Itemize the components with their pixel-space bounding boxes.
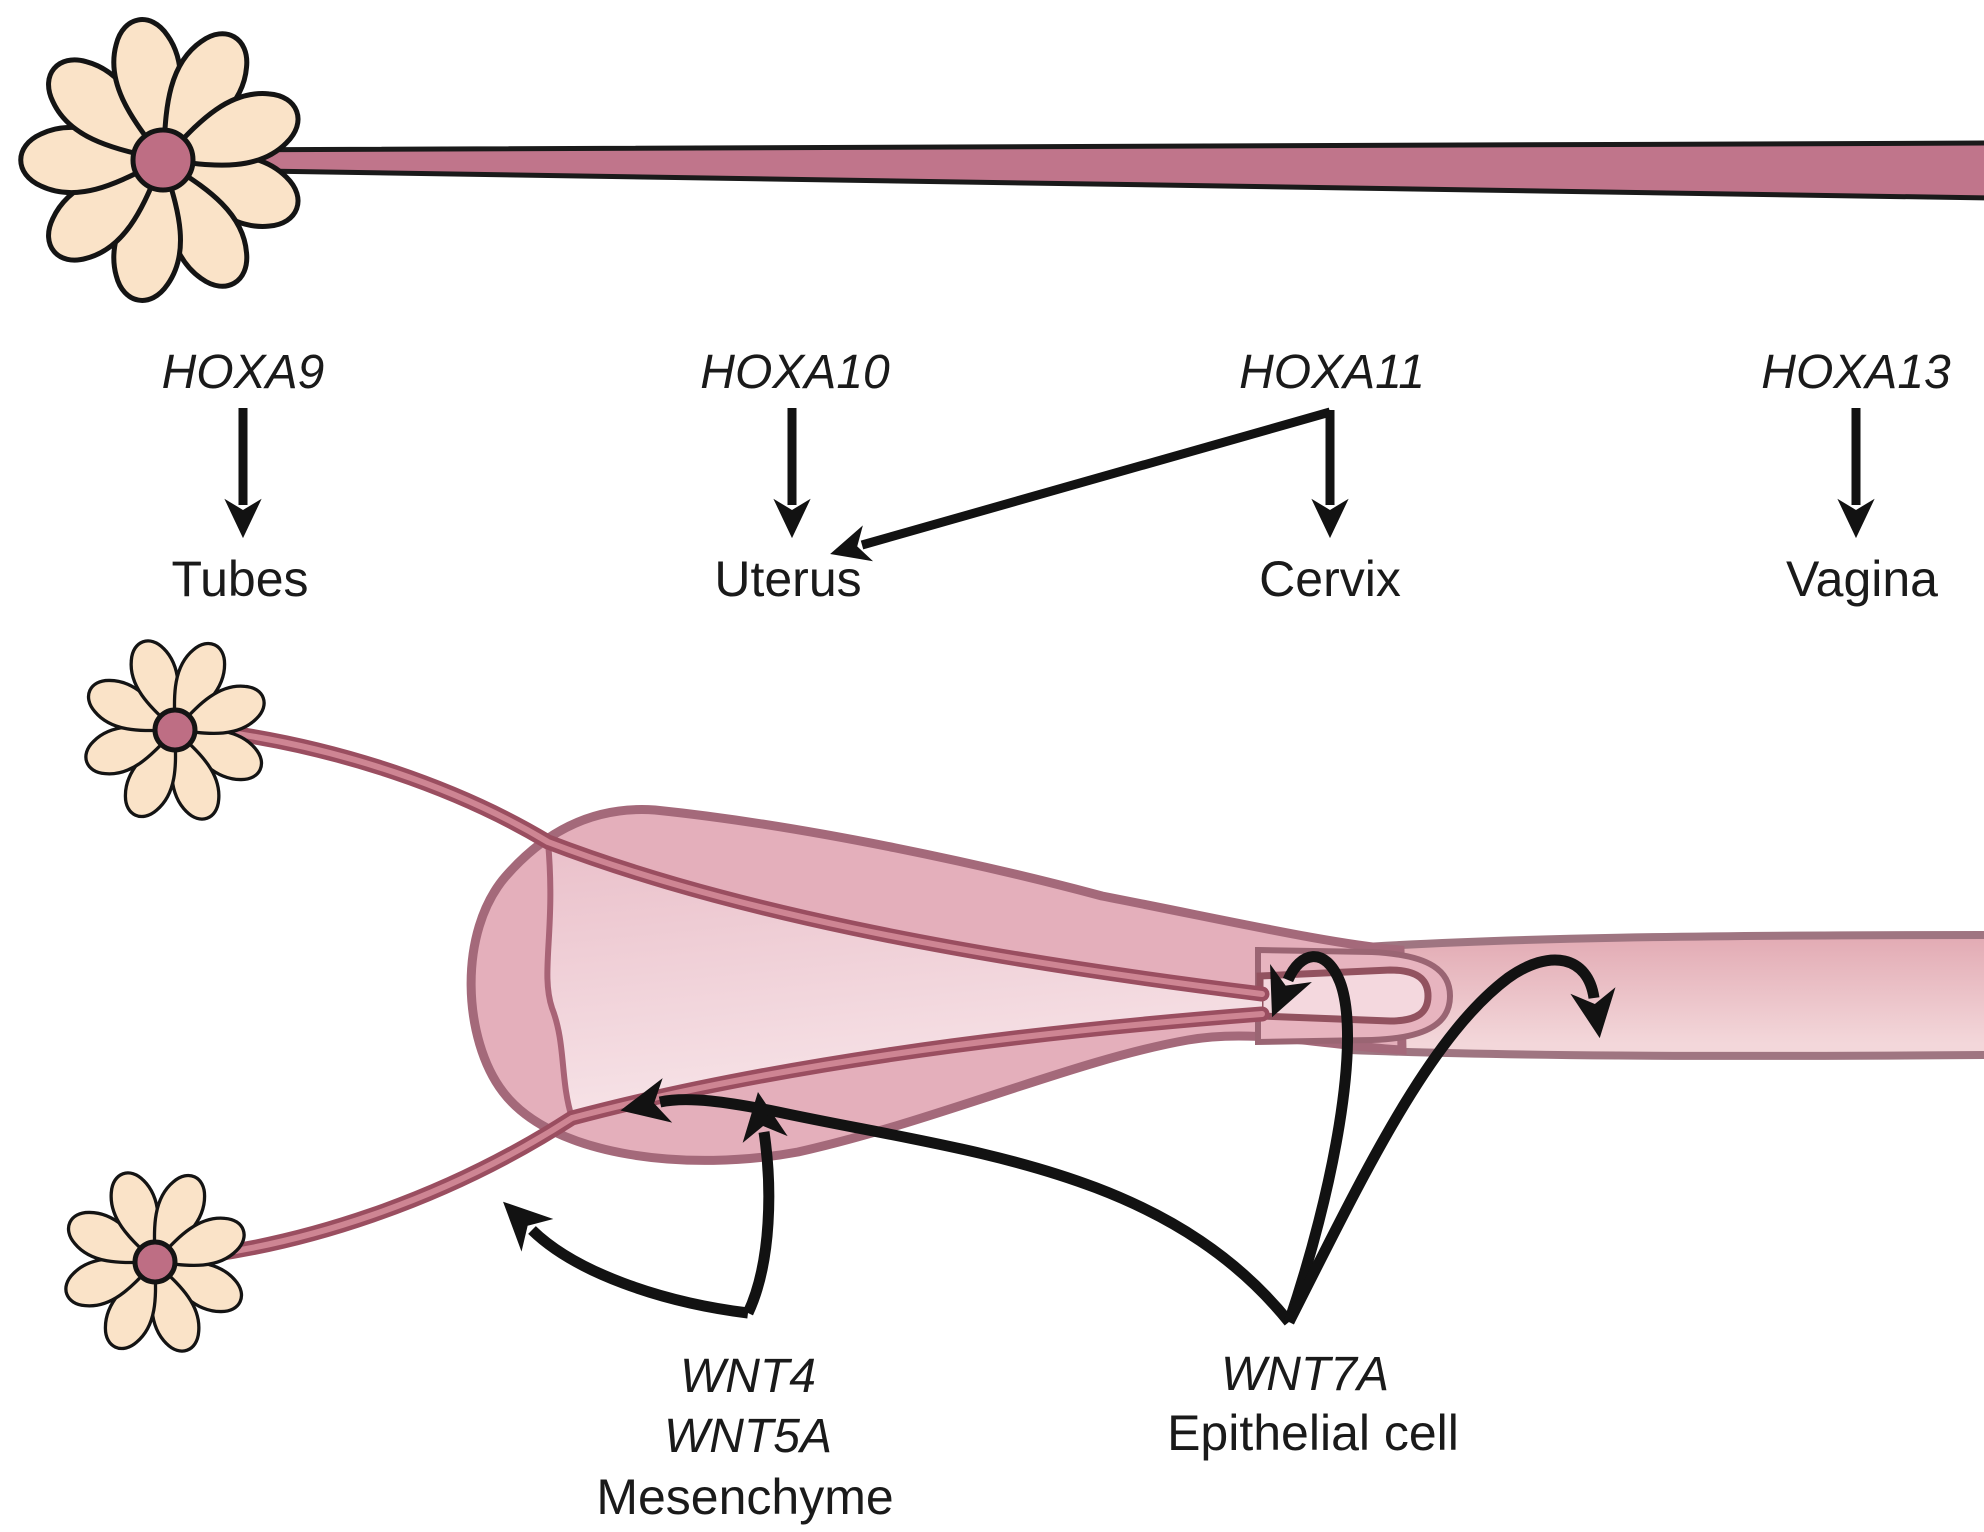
curved-arrow-icon-wnt4-tube bbox=[503, 1201, 749, 1319]
fimbria-center bbox=[152, 707, 198, 753]
curved-arrow-icon-wnt7a-cervical-canal bbox=[1270, 951, 1353, 1324]
label-mesenchyme: Mesenchyme bbox=[596, 1469, 893, 1525]
fimbria-flower-icon bbox=[21, 14, 308, 306]
label-wnt7a: WNT7A bbox=[1221, 1348, 1389, 1401]
label-cervix: Cervix bbox=[1259, 551, 1401, 607]
cavity-left-edge bbox=[544, 841, 575, 1119]
label-wnt4: WNT4 bbox=[680, 1350, 816, 1403]
curved-arrow-icon-wnt7a-duct bbox=[620, 1078, 1294, 1326]
fimbria-flower-icon-lower bbox=[57, 1164, 253, 1360]
fimbria-center bbox=[130, 127, 196, 193]
fallopian-tube-upper bbox=[184, 720, 1270, 1002]
label-hoxa11: HOXA11 bbox=[1239, 346, 1425, 399]
curved-arrow-icon-wnt7a-vagina bbox=[1284, 954, 1616, 1325]
label-uterus: Uterus bbox=[714, 551, 861, 607]
fimbria-flower-icon-upper bbox=[77, 632, 273, 828]
label-wnt5a: WNT5A bbox=[664, 1410, 832, 1463]
mullerian-duct-top bbox=[184, 140, 1984, 201]
fimbria-center bbox=[132, 1239, 178, 1285]
label-hoxa10: HOXA10 bbox=[700, 346, 890, 399]
label-hoxa13: HOXA13 bbox=[1761, 346, 1951, 399]
diagonal-arrow-icon-hoxa11-uterus bbox=[830, 407, 1332, 562]
label-vagina: Vagina bbox=[1786, 551, 1938, 607]
curved-arrow-icon-wnt4-uterus bbox=[742, 1091, 788, 1316]
label-epithelial-cell: Epithelial cell bbox=[1167, 1405, 1459, 1461]
fallopian-tube-lower bbox=[160, 1006, 1270, 1268]
label-tubes: Tubes bbox=[171, 551, 308, 607]
uterine-cavity-shape bbox=[547, 842, 1262, 1118]
label-hoxa9: HOXA9 bbox=[162, 346, 325, 399]
